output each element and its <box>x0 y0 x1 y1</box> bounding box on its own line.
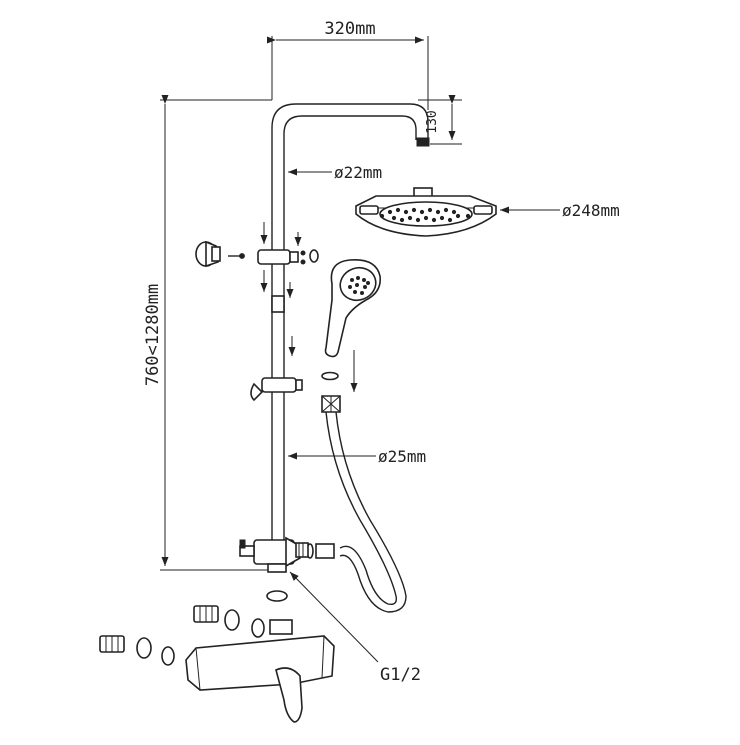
arm-diameter-callout: ø22mm <box>288 163 382 182</box>
shower-hose <box>325 411 407 613</box>
slide-rail-parts <box>271 282 296 356</box>
column-height-dimension: 760<1280mm <box>143 95 272 571</box>
mixer-valve-body <box>185 619 335 723</box>
lower-slider-bracket <box>250 377 303 402</box>
diverter <box>239 536 309 573</box>
column-height-label: 760<1280mm <box>143 284 163 386</box>
column-diameter-label: ø25mm <box>378 447 426 466</box>
left-washers <box>136 637 175 666</box>
wall-bracket <box>195 240 245 268</box>
inlet-thread-callout: G1/2 <box>289 571 421 685</box>
right-eccentric-connector <box>193 605 219 623</box>
left-eccentric-connector <box>99 635 125 653</box>
inlet-thread-label: G1/2 <box>380 665 421 685</box>
shower-arm <box>271 103 430 565</box>
arm-width-label: 320mm <box>324 19 375 39</box>
arm-width-dimension: 320mm <box>267 19 429 110</box>
head-diameter-callout: ø248mm <box>500 201 620 220</box>
upper-slider-bracket <box>257 222 319 292</box>
hose-washer <box>321 371 339 381</box>
arm-diameter-label: ø22mm <box>334 163 382 182</box>
column-diameter-callout: ø25mm <box>288 447 426 466</box>
diverter-washer <box>266 590 288 602</box>
hose-connector <box>306 543 335 559</box>
arm-drop-label: 130 <box>425 110 440 133</box>
rain-shower-head <box>355 187 497 237</box>
right-washers <box>224 609 265 638</box>
hand-shower <box>324 259 382 392</box>
arm-drop-dimension: 130 <box>418 95 462 145</box>
head-diameter-label: ø248mm <box>562 201 620 220</box>
hose-nut <box>321 395 341 413</box>
